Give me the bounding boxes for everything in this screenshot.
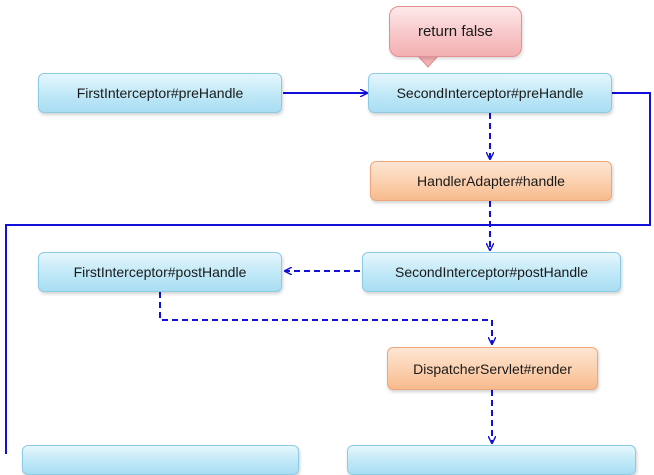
node-label: FirstInterceptor#postHandle bbox=[73, 264, 247, 280]
return-false-path bbox=[5, 92, 651, 454]
node-dispatcher-servlet-render: DispatcherServlet#render bbox=[387, 347, 598, 390]
node-second-interceptor-prehandle: SecondInterceptor#preHandle bbox=[368, 73, 612, 113]
node-label: DispatcherServlet#render bbox=[413, 360, 572, 377]
node-bottom-right-partial bbox=[347, 445, 636, 475]
arrow-first-post-to-render bbox=[159, 292, 492, 344]
node-bottom-left-partial bbox=[22, 445, 299, 475]
node-label: SecondInterceptor#postHandle bbox=[394, 264, 589, 280]
node-label: HandlerAdapter#handle bbox=[417, 173, 565, 189]
node-second-interceptor-posthandle: SecondInterceptor#postHandle bbox=[362, 252, 621, 292]
callout-text: return false bbox=[417, 23, 494, 40]
node-first-interceptor-posthandle: FirstInterceptor#postHandle bbox=[38, 252, 282, 292]
node-label: SecondInterceptor#preHandle bbox=[396, 85, 584, 101]
return-false-callout: return false bbox=[389, 6, 522, 57]
node-handler-adapter-handle: HandlerAdapter#handle bbox=[370, 161, 612, 201]
node-first-interceptor-prehandle: FirstInterceptor#preHandle bbox=[38, 73, 282, 113]
flow-connectors bbox=[5, 55, 651, 454]
node-label: FirstInterceptor#preHandle bbox=[76, 85, 244, 101]
callout-pointer bbox=[416, 55, 440, 68]
